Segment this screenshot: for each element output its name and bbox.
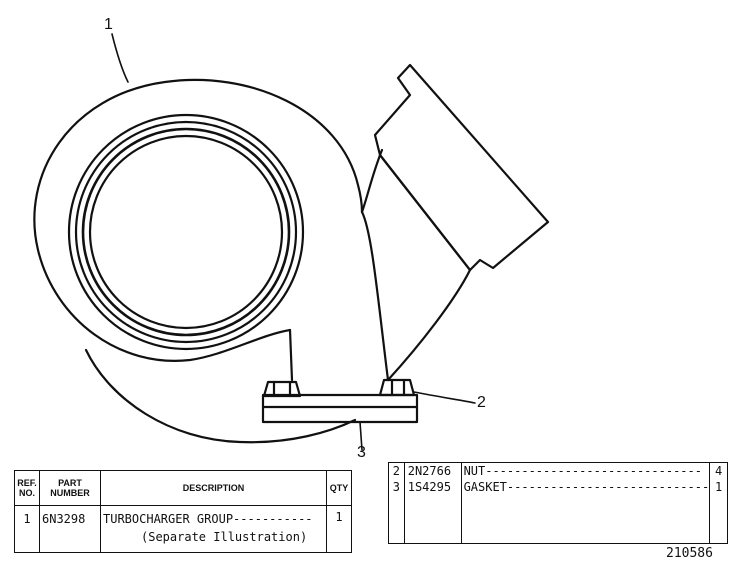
qty-2: 4	[714, 464, 723, 478]
inlet-ring-outer	[67, 113, 305, 351]
row-part-number: 6N3298	[39, 505, 101, 553]
header-part-line2: NUMBER	[50, 488, 90, 498]
scroll-housing-outline	[33, 78, 364, 362]
volute-lower	[84, 348, 357, 444]
header-ref-line1: REF.	[17, 478, 37, 488]
row-description: TURBOCHARGER GROUP----------- (Separate …	[100, 505, 327, 553]
ref-3: 3	[392, 480, 400, 494]
header-qty: QTY	[326, 470, 352, 506]
part-2: 2N2766	[407, 464, 452, 478]
outlet-neck	[360, 148, 384, 214]
part-3: 1S4295	[407, 480, 452, 494]
ref-2: 2	[392, 464, 400, 478]
row-description-line2: (Separate Illustration)	[141, 530, 308, 544]
row-ref: 1	[14, 505, 40, 553]
col-ref: 2 3	[388, 462, 405, 544]
mounting-flange	[261, 393, 419, 424]
header-ref-line2: NO.	[18, 488, 35, 498]
header-part: PART NUMBER	[39, 470, 101, 506]
leader-3	[359, 421, 363, 451]
outlet-flange	[373, 63, 550, 272]
row-qty: 1	[326, 505, 352, 553]
header-description: DESCRIPTION	[100, 470, 327, 506]
desc-3: GASKET----------------------------	[463, 480, 710, 494]
callout-3: 3	[357, 444, 366, 461]
header-ref: REF. NO.	[14, 470, 40, 506]
desc-2: NUT------------------------------	[463, 464, 702, 478]
callout-1: 1	[104, 16, 113, 33]
leader-2	[413, 391, 476, 404]
parts-table-left: REF. NO. PART NUMBER DESCRIPTION QTY 1 6…	[14, 470, 352, 553]
nut-left	[262, 380, 302, 398]
leader-1	[111, 33, 129, 83]
col-qty: 4 1	[709, 462, 728, 544]
col-description: NUT------------------------------ GASKET…	[460, 462, 711, 544]
qty-3: 1	[714, 480, 723, 494]
inlet-ring-inner	[74, 120, 298, 344]
callout-2: 2	[477, 394, 486, 411]
inlet-bore-outer	[81, 127, 291, 337]
row-description-line1: TURBOCHARGER GROUP-----------	[103, 512, 313, 526]
illustration-number: 210586	[666, 546, 713, 561]
parts-table-right: 2 3 2N2766 1S4295 NUT-------------------…	[388, 462, 728, 544]
header-part-line1: PART	[58, 478, 82, 488]
inlet-bore-inner	[88, 134, 284, 330]
table-row: 1 6N3298 TURBOCHARGER GROUP----------- (…	[14, 505, 352, 553]
nut-right	[378, 378, 416, 397]
col-part-number: 2N2766 1S4295	[403, 462, 462, 544]
